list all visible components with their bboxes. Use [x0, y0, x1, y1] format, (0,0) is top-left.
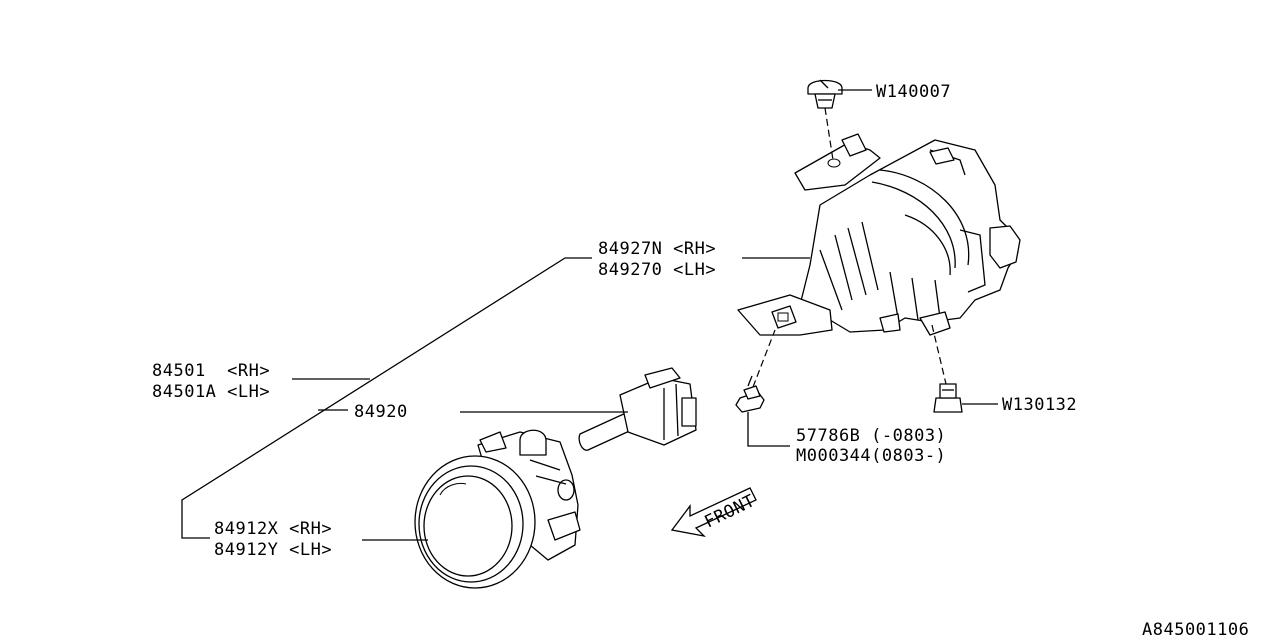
label-assy-rh: 84501 <RH>	[152, 361, 270, 381]
label-lamp-rh: 84912X <RH>	[214, 519, 332, 539]
diagram-id: A845001106	[1142, 620, 1249, 640]
label-nut: W130132	[1002, 395, 1077, 415]
front-direction-arrow: FRONT	[670, 487, 758, 538]
label-screw-a: 57786B (-0803)	[796, 426, 946, 446]
fog-lamp-bracket[interactable]	[737, 133, 1021, 336]
label-w140007: W140007	[876, 82, 951, 102]
label-bulb: 84920	[354, 402, 408, 422]
leader-lines	[181, 89, 998, 541]
bulb-84920[interactable]	[578, 367, 697, 451]
label-bracket-rh: 84927N <RH>	[598, 239, 716, 259]
label-lamp-lh: 84912Y <LH>	[214, 540, 332, 560]
nut-w130132[interactable]	[933, 383, 963, 413]
label-screw-b: M000344(0803-)	[796, 446, 946, 466]
label-assy-lh: 84501A <LH>	[152, 382, 270, 402]
fog-lamp-unit[interactable]	[414, 429, 581, 589]
clip-w140007[interactable]	[807, 79, 843, 109]
screw-57786b[interactable]	[735, 375, 765, 413]
label-bracket-lh: 849270 <LH>	[598, 260, 716, 280]
